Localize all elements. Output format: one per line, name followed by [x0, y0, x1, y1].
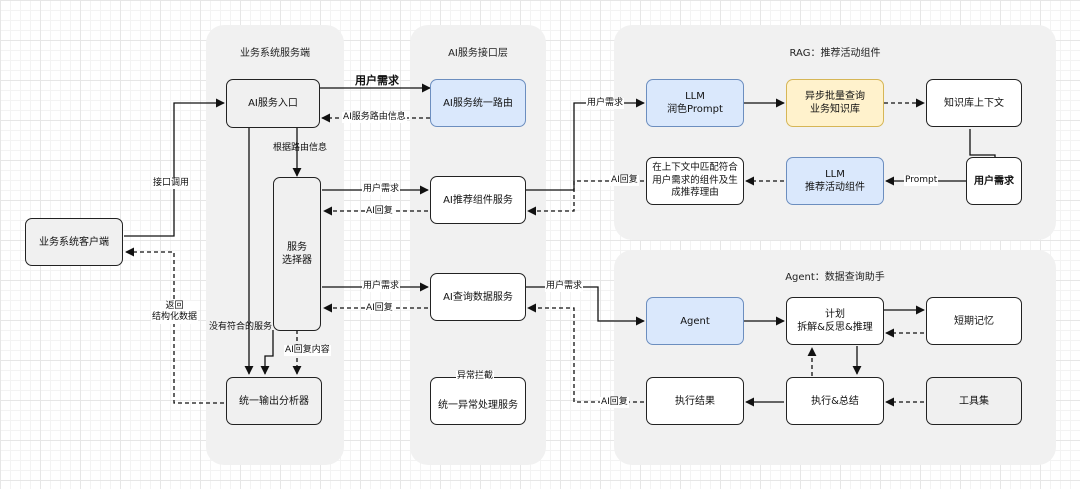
- label-ai-reply-recommend: AI回复: [365, 206, 394, 218]
- llm-polish-node: LLM 润色Prompt: [646, 79, 744, 127]
- rag-group-title: RAG：推荐活动组件: [789, 48, 881, 59]
- label-ai-reply-query: AI回复: [365, 303, 394, 315]
- edge-selector-to-analyzer: [260, 330, 274, 375]
- plan-node: 计划 拆解&反思&推理: [786, 297, 884, 345]
- edge-query-to-agent: [526, 286, 645, 326]
- label-router-info: AI服务路由信息: [342, 112, 407, 124]
- label-ai-reply-content: AI回复内容: [284, 345, 331, 357]
- label-route-by-info: 根据路由信息: [273, 143, 328, 153]
- edge-client-to-entry: [124, 98, 225, 237]
- async-query-node: 异步批量查询 业务知识库: [786, 79, 884, 127]
- label-ai-reply-rag: AI回复: [610, 175, 639, 187]
- label-user-need-agent: 用户需求: [545, 281, 584, 293]
- edge-result-to-query: [527, 303, 644, 403]
- router-node: AI服务统一路由: [430, 79, 526, 127]
- label-return-structured: 返回 结构化数据: [151, 301, 199, 324]
- ai-entry-node: AI服务入口: [226, 79, 320, 128]
- business-group-title: 业务系统服务端: [240, 48, 310, 59]
- label-user-need-query: 用户需求: [362, 281, 401, 293]
- agent-group-title: Agent：数据查询助手: [785, 272, 885, 283]
- recommend-service-node: AI推荐组件服务: [430, 176, 526, 224]
- query-service-node: AI查询数据服务: [430, 273, 526, 321]
- label-user-need-main: 用户需求: [355, 74, 399, 87]
- match-reason-node: 在上下文中匹配符合 用户需求的组件及生 成推荐理由: [646, 157, 744, 205]
- label-user-need-rag: 用户需求: [586, 98, 625, 110]
- exception-service-node: 统一异常处理服务: [430, 377, 526, 425]
- edge-match-to-recommend: [527, 180, 644, 216]
- agent-node: Agent: [646, 297, 744, 345]
- label-user-need-recommend: 用户需求: [362, 184, 401, 196]
- exception-title: 异常拦截: [456, 371, 495, 383]
- exec-summary-node: 执行&总结: [786, 377, 884, 425]
- label-interface-call: 接口调用: [152, 178, 191, 190]
- kb-context-node: 知识库上下文: [926, 79, 1022, 127]
- user-need-rag-node: 用户需求: [966, 157, 1022, 205]
- short-memory-node: 短期记忆: [926, 297, 1022, 345]
- api-layer-group-title: AI服务接口层: [448, 48, 508, 59]
- agent-group: [614, 250, 1056, 465]
- output-analyzer-node: 统一输出分析器: [226, 377, 322, 425]
- edge-analyzer-to-client: [125, 247, 224, 404]
- exec-result-node: 执行结果: [646, 377, 744, 425]
- toolset-node: 工具集: [926, 377, 1022, 425]
- exception-service-label: 统一异常处理服务: [438, 399, 518, 411]
- client-node: 业务系统客户端: [25, 218, 123, 266]
- label-prompt: Prompt: [904, 175, 939, 187]
- label-no-service: 没有符合的服务: [209, 322, 273, 332]
- llm-recommend-node: LLM 推荐活动组件: [786, 157, 884, 205]
- selector-node: 服务 选择器: [273, 177, 321, 331]
- label-ai-reply-agent: AI回复: [600, 397, 629, 409]
